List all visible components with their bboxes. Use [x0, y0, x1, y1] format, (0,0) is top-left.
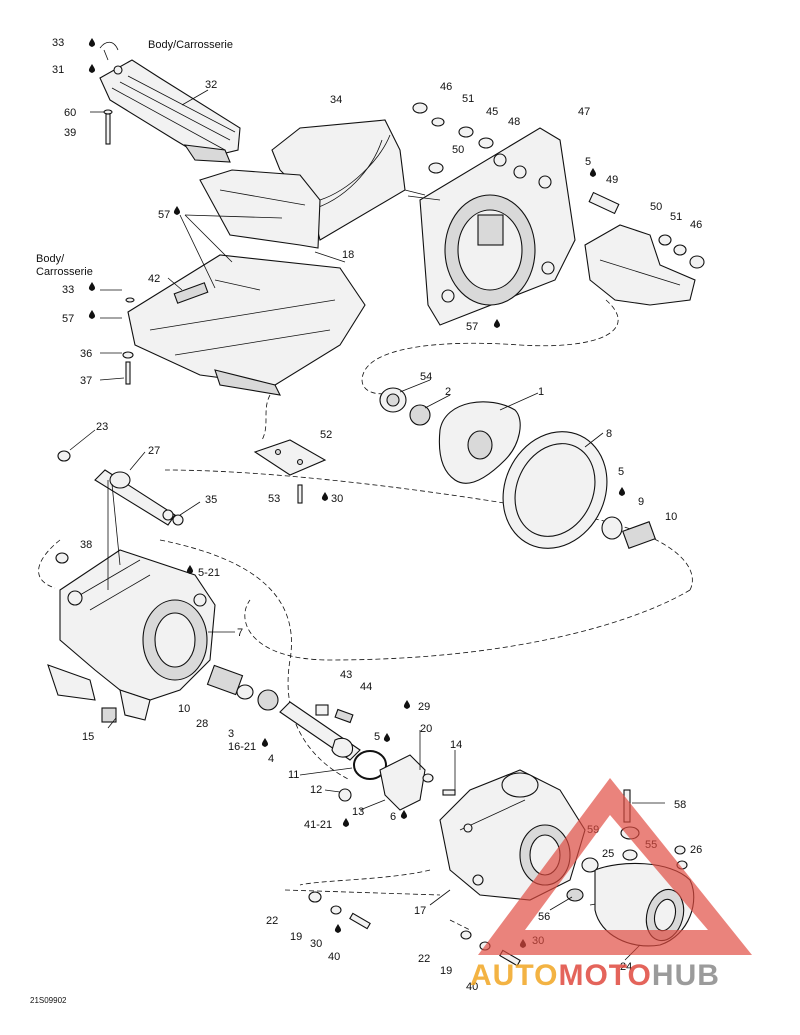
automotohub-watermark: AUTOMOTOHUB — [470, 778, 752, 992]
part-label: 30 — [310, 938, 322, 950]
part-label: 26 — [690, 844, 702, 856]
part-label: 33 — [62, 284, 74, 296]
part-label: 2 — [445, 386, 451, 398]
bracket-49 — [584, 191, 705, 306]
part-label: 23 — [96, 421, 108, 433]
part-label: 57 — [466, 321, 478, 333]
part-label: 54 — [420, 371, 432, 383]
part-label: 44 — [360, 681, 372, 693]
part-label: 8 — [606, 428, 612, 440]
part-label: 39 — [64, 127, 76, 139]
part-label: 42 — [148, 273, 160, 285]
screw-39 — [103, 109, 113, 145]
impeller-parts — [379, 387, 656, 549]
tray-18 — [127, 214, 366, 396]
part-label: 24 — [620, 961, 632, 973]
part-label: 9 — [638, 496, 644, 508]
part-label: 10 — [178, 703, 190, 715]
part-label: 16-21 — [228, 741, 256, 753]
part-label: 57 — [62, 313, 74, 325]
part-label: 1 — [538, 386, 544, 398]
part-label: 48 — [508, 116, 520, 128]
leader-lines — [69, 89, 665, 961]
part-label: 49 — [606, 174, 618, 186]
part-label: 30 — [331, 493, 343, 505]
shaft-27 — [55, 450, 184, 564]
part-label: 29 — [418, 701, 430, 713]
shaft-4 — [206, 664, 361, 761]
nozzle-housing-17 — [439, 769, 586, 901]
part-label: 3 — [228, 728, 234, 740]
part-label: 50 — [452, 144, 464, 156]
part-label: 51 — [462, 93, 474, 105]
part-label: 4 — [268, 753, 274, 765]
part-label: 43 — [340, 669, 352, 681]
part-label: 52 — [320, 429, 332, 441]
duct-32 — [99, 59, 241, 163]
part-label: 14 — [450, 739, 462, 751]
part-label: 40 — [466, 981, 478, 993]
part-label: 11 — [288, 769, 299, 781]
part-label: 19 — [290, 931, 302, 943]
part-label: 36 — [80, 348, 92, 360]
part-label: 58 — [674, 799, 686, 811]
part-label: 5-21 — [198, 567, 220, 579]
body-label-left-line1: Body/ — [36, 253, 65, 265]
watermark-text-auto: AUTO — [470, 959, 558, 992]
part-label: 31 — [52, 64, 64, 76]
part-label: 46 — [690, 219, 702, 231]
body-label-top: Body/Carrosserie — [148, 39, 233, 51]
part-label: 56 — [538, 911, 550, 923]
part-label: 60 — [64, 107, 76, 119]
part-label: 38 — [80, 539, 92, 551]
screw-37 — [122, 297, 135, 385]
part-label: 7 — [237, 627, 243, 639]
part-label: 50 — [650, 201, 662, 213]
part-label: 17 — [414, 905, 426, 917]
watermark-text-moto: MOTO — [558, 959, 651, 992]
part-label: 57 — [158, 209, 170, 221]
plate-52 — [253, 439, 327, 504]
part-label: 28 — [196, 718, 208, 730]
pump-housing-7 — [47, 549, 216, 723]
watermark-text-hub: HUB — [652, 959, 720, 992]
part-label: 22 — [418, 953, 430, 965]
footer-code: 21S09902 — [30, 996, 67, 1005]
part-label: 5 — [374, 731, 380, 743]
part-label: 19 — [440, 965, 452, 977]
part-label: 32 — [205, 79, 217, 91]
svg-text:AUTOMOTOHUB: AUTOMOTOHUB — [470, 959, 720, 992]
washers-top — [412, 102, 494, 174]
part-label: 18 — [342, 249, 354, 261]
part-label: 35 — [205, 494, 217, 506]
part-label: 47 — [578, 106, 590, 118]
part-label: 6 — [390, 811, 396, 823]
part-label: 15 — [82, 731, 94, 743]
part-label: 45 — [486, 106, 498, 118]
part-label: 51 — [670, 211, 682, 223]
part-label: 13 — [352, 806, 364, 818]
part-label: 53 — [268, 493, 280, 505]
part-label: 10 — [665, 511, 677, 523]
part-label: 25 — [602, 848, 614, 860]
part-label: 40 — [328, 951, 340, 963]
part-label: 46 — [440, 81, 452, 93]
part-label: 37 — [80, 375, 92, 387]
body-label-left-line2: Carrosserie — [36, 266, 93, 278]
cap-13 — [338, 754, 434, 811]
part-label: 5 — [585, 156, 591, 168]
part-label: 41-21 — [304, 819, 332, 831]
part-label: 33 — [52, 37, 64, 49]
watermark-triangle-logo — [478, 778, 752, 955]
part-label: 22 — [266, 915, 278, 927]
part-label: 20 — [420, 723, 432, 735]
part-label: 34 — [330, 94, 342, 106]
part-label: 12 — [310, 784, 322, 796]
cover-34 — [199, 119, 426, 249]
part-label: 27 — [148, 445, 160, 457]
housing-47 — [407, 127, 576, 326]
o-ring-11 — [353, 750, 387, 780]
part-label: 5 — [618, 466, 624, 478]
